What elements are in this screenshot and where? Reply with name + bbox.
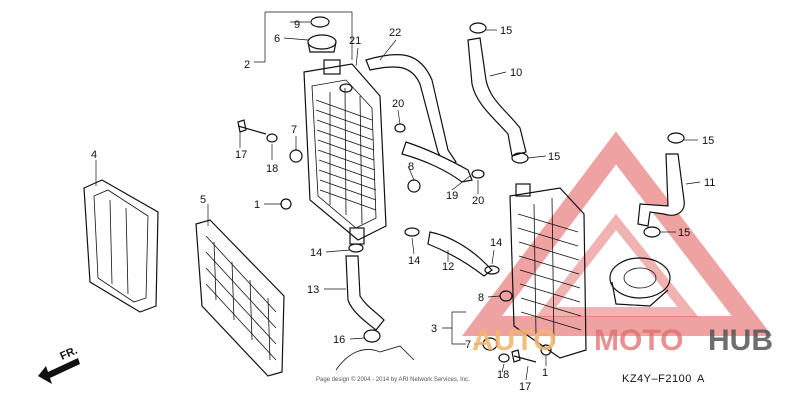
callout-16: 16 — [333, 334, 345, 346]
hose-8 — [401, 141, 473, 183]
callout-18-a: 18 — [266, 163, 278, 175]
copyright-text: Page design © 2004 - 2014 by ARI Network… — [316, 376, 470, 383]
hose-11 — [637, 153, 685, 227]
callout-14-a: 14 — [310, 247, 322, 259]
callout-8-a: 8 — [408, 161, 414, 173]
callout-20-b: 20 — [472, 195, 484, 207]
callout-19: 19 — [446, 190, 458, 202]
callout-13: 13 — [307, 284, 319, 296]
callout-15-c: 15 — [702, 135, 714, 147]
diagram-code: KZ4Y–F2100 — [622, 373, 692, 385]
right-radiator — [509, 183, 587, 359]
callout-2: 2 — [244, 59, 250, 71]
shroud-5 — [195, 219, 285, 377]
callouts: 9 6 2 21 22 15 10 15 15 11 15 20 7 17 18… — [91, 19, 715, 393]
callout-1-b: 1 — [542, 367, 548, 379]
watermark-triangle — [461, 131, 773, 336]
watermark-hub: HUB — [708, 324, 773, 357]
callout-10: 10 — [510, 67, 522, 79]
watermark — [461, 131, 773, 336]
front-arrow: FR. — [38, 345, 80, 384]
hose-12 — [427, 231, 493, 277]
hose-13 — [345, 255, 385, 331]
callout-12: 12 — [442, 261, 454, 273]
callout-3: 3 — [431, 323, 437, 335]
clamps-bolts — [237, 22, 685, 363]
callout-1-a: 1 — [254, 199, 260, 211]
callout-7-b: 7 — [465, 339, 471, 351]
frame-fragment — [335, 345, 415, 371]
callout-14-c: 14 — [490, 237, 502, 249]
callout-18-b: 18 — [497, 369, 509, 381]
callout-17-a: 17 — [235, 149, 247, 161]
hose-10 — [467, 37, 527, 157]
callout-15-d: 15 — [678, 227, 690, 239]
watermark-auto: AUTO — [472, 324, 556, 357]
callout-9: 9 — [294, 19, 300, 31]
left-radiator — [303, 59, 387, 245]
callout-7-a: 7 — [291, 124, 297, 136]
callout-11: 11 — [704, 177, 715, 189]
diagram-code-suffix: A — [697, 373, 705, 385]
callout-21: 21 — [349, 35, 361, 47]
callout-15-a: 15 — [500, 25, 512, 37]
watermark-moto: MOTO — [594, 324, 683, 357]
callout-15-b: 15 — [548, 151, 560, 163]
callout-20-a: 20 — [392, 98, 404, 110]
shroud-4 — [83, 179, 159, 313]
callout-22: 22 — [389, 27, 401, 39]
hose-22 — [365, 54, 457, 167]
callout-5: 5 — [200, 194, 206, 206]
callout-4: 4 — [91, 149, 97, 161]
radiator-cap — [307, 16, 337, 53]
leader-lines — [95, 11, 701, 381]
pump-cover — [609, 257, 671, 307]
watermark-text: AUTO MOTO HUB — [472, 324, 773, 357]
callout-17-b: 17 — [519, 381, 531, 393]
watermark-triangle-inner — [535, 213, 699, 317]
callout-14-b: 14 — [408, 255, 420, 267]
callout-6: 6 — [274, 33, 280, 45]
callout-8-b: 8 — [478, 292, 484, 304]
